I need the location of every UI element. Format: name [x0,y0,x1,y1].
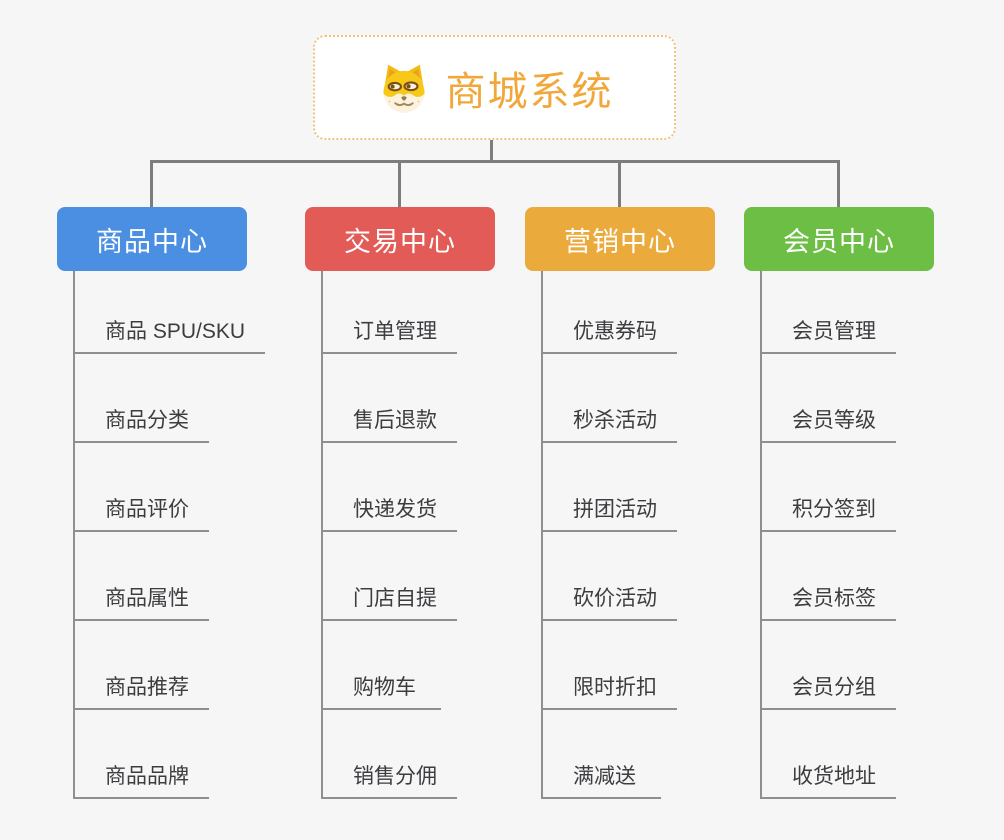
leaf-node[interactable]: 售后退款 [321,354,457,443]
branch-items: 商品 SPU/SKU 商品分类 商品评价 商品属性 商品推荐 商品品牌 [73,271,266,799]
branch-trade-center: 交易中心 订单管理 售后退款 快递发货 门店自提 购物车 销售分佣 [305,207,555,799]
root-title: 商城系统 [445,69,614,114]
connector-root-stub [490,140,493,161]
branch-items: 优惠券码 秒杀活动 拼团活动 砍价活动 限时折扣 满减送 [541,271,677,799]
leaf-node[interactable]: 会员分组 [760,621,896,710]
leaf-node[interactable]: 收货地址 [760,710,896,799]
branch-node-marketing-center[interactable]: 营销中心 [525,207,715,271]
branch-member-center: 会员中心 会员管理 会员等级 积分签到 会员标签 会员分组 收货地址 [744,207,994,799]
leaf-node[interactable]: 销售分佣 [321,710,457,799]
leaf-node[interactable]: 商品推荐 [73,621,209,710]
leaf-node[interactable]: 快递发货 [321,443,457,532]
branch-items: 订单管理 售后退款 快递发货 门店自提 购物车 销售分佣 [321,271,457,799]
leaf-node[interactable]: 优惠券码 [541,271,677,354]
branch-label: 会员中心 [783,226,895,257]
leaf-node[interactable]: 订单管理 [321,271,457,354]
connector-drop-marketing [618,160,621,208]
root-node[interactable]: 商城系统 [313,35,676,140]
connector-drop-member [837,160,840,208]
leaf-node[interactable]: 购物车 [321,621,441,710]
leaf-node[interactable]: 秒杀活动 [541,354,677,443]
leaf-node[interactable]: 商品分类 [73,354,209,443]
connector-rail [150,160,840,163]
leaf-node[interactable]: 砍价活动 [541,532,677,621]
leaf-node[interactable]: 会员管理 [760,271,896,354]
branch-spine [760,271,762,799]
branch-label: 营销中心 [564,226,676,257]
connector-drop-trade [398,160,401,208]
leaf-node[interactable]: 商品 SPU/SKU [73,271,266,354]
connector-drop-product [150,160,153,208]
leaf-node[interactable]: 会员等级 [760,354,896,443]
branch-node-trade-center[interactable]: 交易中心 [305,207,495,271]
leaf-node[interactable]: 积分签到 [760,443,896,532]
leaf-node[interactable]: 门店自提 [321,532,457,621]
branch-node-member-center[interactable]: 会员中心 [744,207,934,271]
leaf-node[interactable]: 商品属性 [73,532,209,621]
leaf-node[interactable]: 商品品牌 [73,710,209,799]
branch-items: 会员管理 会员等级 积分签到 会员标签 会员分组 收货地址 [760,271,896,799]
leaf-node[interactable]: 商品评价 [73,443,209,532]
branch-label: 交易中心 [344,226,456,257]
branch-spine [321,271,323,799]
leaf-node[interactable]: 拼团活动 [541,443,677,532]
leaf-node[interactable]: 满减送 [541,710,661,799]
leaf-node[interactable]: 限时折扣 [541,621,677,710]
branch-spine [73,271,75,799]
branch-label: 商品中心 [96,226,208,257]
branch-spine [541,271,543,799]
branch-marketing-center: 营销中心 优惠券码 秒杀活动 拼团活动 砍价活动 限时折扣 满减送 [525,207,775,799]
leaf-node[interactable]: 会员标签 [760,532,896,621]
branch-node-product-center[interactable]: 商品中心 [57,207,247,271]
branch-product-center: 商品中心 商品 SPU/SKU 商品分类 商品评价 商品属性 商品推荐 商品品牌 [57,207,307,799]
doge-face-icon [382,64,425,113]
